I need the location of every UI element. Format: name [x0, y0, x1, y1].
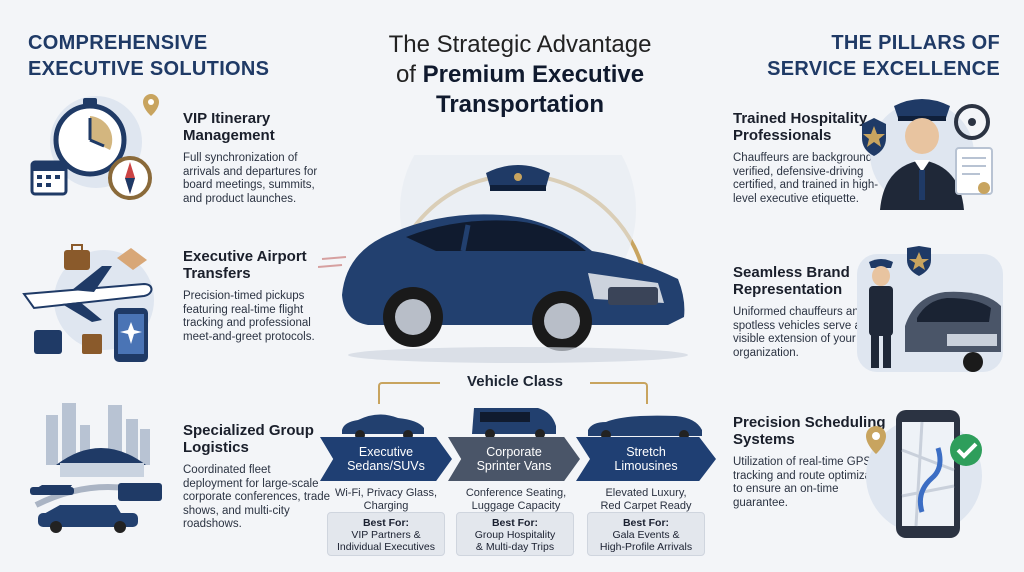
service-vip-itinerary: VIP Itinerary Management Full synchroniz…: [183, 110, 333, 206]
van-small-icon: [472, 408, 556, 439]
city-fleet-icon: [30, 403, 162, 533]
airplane-briefcase-phone-icon: [22, 244, 154, 362]
left-section-heading: COMPREHENSIVE EXECUTIVE SOLUTIONS: [28, 32, 270, 80]
item-desc: Full synchronization of arrivals and dep…: [183, 152, 318, 205]
gps-phone-checkmark-icon: [866, 410, 982, 538]
class-name: Stretch: [626, 445, 666, 459]
item-title: Executive Airport Transfers: [183, 248, 307, 282]
best-label: Best For:: [491, 517, 539, 529]
item-title: VIP Itinerary Management: [183, 110, 275, 144]
title-line-2: of Premium Executive: [330, 60, 710, 90]
best-line: Individual Executives: [336, 541, 436, 553]
chauffeur-car-shield-icon: [857, 246, 1003, 372]
title-prefix: of: [395, 61, 416, 88]
item-title: Precision Scheduling Systems: [733, 414, 886, 448]
best-for-vans: Best For: Group Hospitality & Multi-day …: [456, 512, 574, 556]
main-title: The Strategic Advantage of Premium Execu…: [330, 30, 710, 120]
right-section-heading: THE PILLARS OF SERVICE EXCELLENCE: [767, 32, 1000, 80]
limousine-small-icon: [588, 415, 702, 440]
vehicle-class-bracket: [378, 378, 648, 404]
sedan-hero-illustration: [318, 155, 688, 363]
item-desc: Precision-timed pickups featuring real-t…: [183, 290, 315, 343]
item-desc: Chauffeurs are background-verified, defe…: [733, 152, 879, 205]
item-desc: Coordinated fleet deployment for large-s…: [183, 464, 331, 530]
best-label: Best For:: [362, 517, 410, 529]
item-desc: Uniformed chauffeurs and spotless vehicl…: [733, 306, 877, 359]
clock-calendar-compass-icon: [30, 94, 159, 200]
item-title: Trained Hospitality Professionals: [733, 110, 868, 144]
class-features-sedans: Wi-Fi, Privacy Glass,Charging: [334, 487, 438, 512]
item-title: Seamless Brand Representation: [733, 264, 850, 298]
best-line: VIP Partners &: [351, 529, 421, 541]
best-label: Best For:: [622, 517, 670, 529]
service-group-logistics: Specialized Group Logistics Coordinated …: [183, 422, 333, 532]
best-for-sedans: Best For: VIP Partners & Individual Exec…: [327, 512, 445, 556]
class-name: Sprinter Vans: [476, 459, 552, 473]
title-bold: Premium Executive: [422, 61, 645, 88]
chauffeur-badge-certificate-icon: [862, 99, 993, 210]
best-line: High-Profile Arrivals: [599, 541, 693, 553]
class-name: Limousines: [614, 459, 678, 473]
best-line: Gala Events &: [612, 529, 680, 541]
item-desc: Utilization of real-time GPS tracking an…: [733, 456, 890, 509]
class-features-vans: Conference Seating,Luggage Capacity: [465, 487, 567, 512]
sedan-small-icon: [342, 414, 424, 440]
class-name: Executive: [358, 445, 414, 459]
pillar-trained-professionals: Trained Hospitality Professionals Chauff…: [733, 110, 893, 206]
vehicle-class-title: Vehicle Class: [467, 373, 563, 390]
class-name: Sedans/SUVs: [347, 459, 425, 473]
best-for-limousines: Best For: Gala Events & High-Profile Arr…: [587, 512, 705, 556]
item-title: Specialized Group Logistics: [183, 422, 314, 456]
best-line: & Multi-day Trips: [475, 541, 555, 553]
title-line-3: Transportation: [435, 91, 604, 118]
best-line: Group Hospitality: [474, 529, 556, 541]
pillar-scheduling-systems: Precision Scheduling Systems Utilization…: [733, 414, 893, 510]
service-airport-transfers: Executive Airport Transfers Precision-ti…: [183, 248, 333, 344]
class-name: Corporate: [486, 445, 542, 459]
pillar-brand-representation: Seamless Brand Representation Uniformed …: [733, 264, 893, 360]
class-features-limousines: Elevated Luxury,Red Carpet Ready: [600, 487, 692, 512]
title-line-1: The Strategic Advantage: [388, 31, 652, 58]
